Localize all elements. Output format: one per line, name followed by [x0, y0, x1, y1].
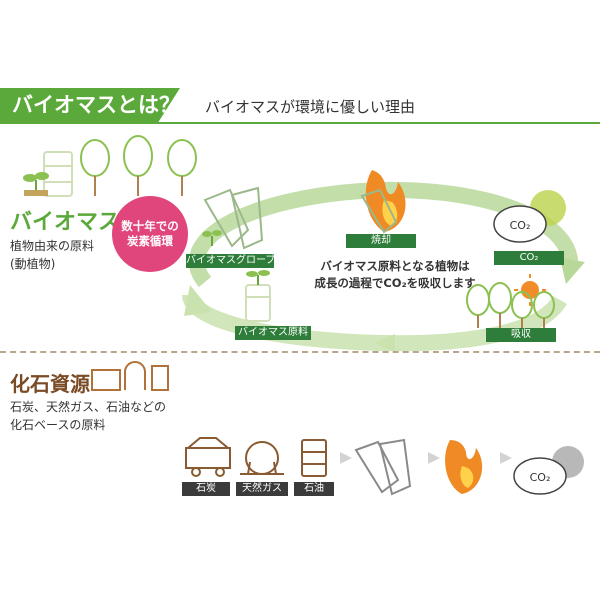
label-oil: 石油 [294, 482, 334, 496]
sprout-icon [202, 230, 222, 246]
fossil-desc-line1: 石炭、天然ガス、石油などの [10, 400, 167, 414]
biomass-desc-line1: 植物由来の原料 [10, 239, 95, 253]
label-biomass-raw: バイオマス原料 [235, 326, 311, 340]
co2-cloud-icon: CO₂ [493, 190, 566, 243]
gas-tank-icon [240, 441, 284, 475]
badge-line1: 数十年での [121, 219, 179, 233]
fossil-glove-icon [354, 438, 412, 496]
center-line2: 成長の過程でCO₂を吸収します [314, 276, 476, 290]
fire-icon [360, 170, 406, 234]
fossil-factory-icon [91, 361, 169, 391]
biomass-desc-line2: (動植物) [10, 257, 56, 271]
carbon-cycle-badge: 数十年での 炭素循環 [112, 196, 188, 272]
label-absorb: 吸収 [486, 328, 556, 342]
label-coal: 石炭 [182, 482, 230, 496]
section-divider [0, 351, 600, 353]
fossil-desc-line2: 化石ベースの原料 [10, 418, 106, 432]
biomass-drum-icon [43, 151, 73, 197]
absorb-trees-icon [466, 282, 555, 328]
co2-cloud-text: CO₂ [510, 219, 531, 232]
badge-line2: 炭素循環 [127, 234, 173, 248]
flow-arrow-icon [340, 452, 512, 464]
label-burn: 焼却 [346, 234, 416, 248]
label-natural-gas: 天然ガス [236, 482, 288, 496]
fossil-fire-icon [445, 440, 483, 494]
sprout-icon [23, 172, 49, 196]
coal-cart-icon [185, 437, 231, 477]
oil-drum-icon [301, 439, 327, 477]
biomass-raw-drum-icon [245, 270, 271, 322]
tree-row-icon [80, 135, 197, 196]
label-biomass-glove: バイオマスグローブ [186, 254, 276, 268]
biomass-description: 植物由来の原料 (動植物) [10, 237, 94, 273]
center-line1: バイオマス原料となる植物は [320, 259, 470, 273]
glove-icon [203, 186, 264, 250]
header-title: バイオマスとは？ [12, 93, 180, 117]
fossil-co2-cloud-icon: CO₂ [513, 446, 584, 495]
fossil-title: 化石資源 [10, 372, 90, 396]
header-title-tab: バイオマスとは？ [0, 88, 180, 122]
header-underline [0, 122, 600, 124]
label-co2: CO₂ [494, 251, 564, 265]
fossil-description: 石炭、天然ガス、石油などの 化石ベースの原料 [10, 398, 166, 434]
sun-icon [514, 274, 546, 306]
fossil-co2-cloud-text: CO₂ [530, 471, 551, 484]
header-subtitle: バイオマスが環境に優しい理由 [205, 98, 416, 116]
cycle-center-text: バイオマス原料となる植物は 成長の過程でCO₂を吸収します [300, 258, 490, 292]
biomass-title: バイオマス [10, 210, 121, 235]
